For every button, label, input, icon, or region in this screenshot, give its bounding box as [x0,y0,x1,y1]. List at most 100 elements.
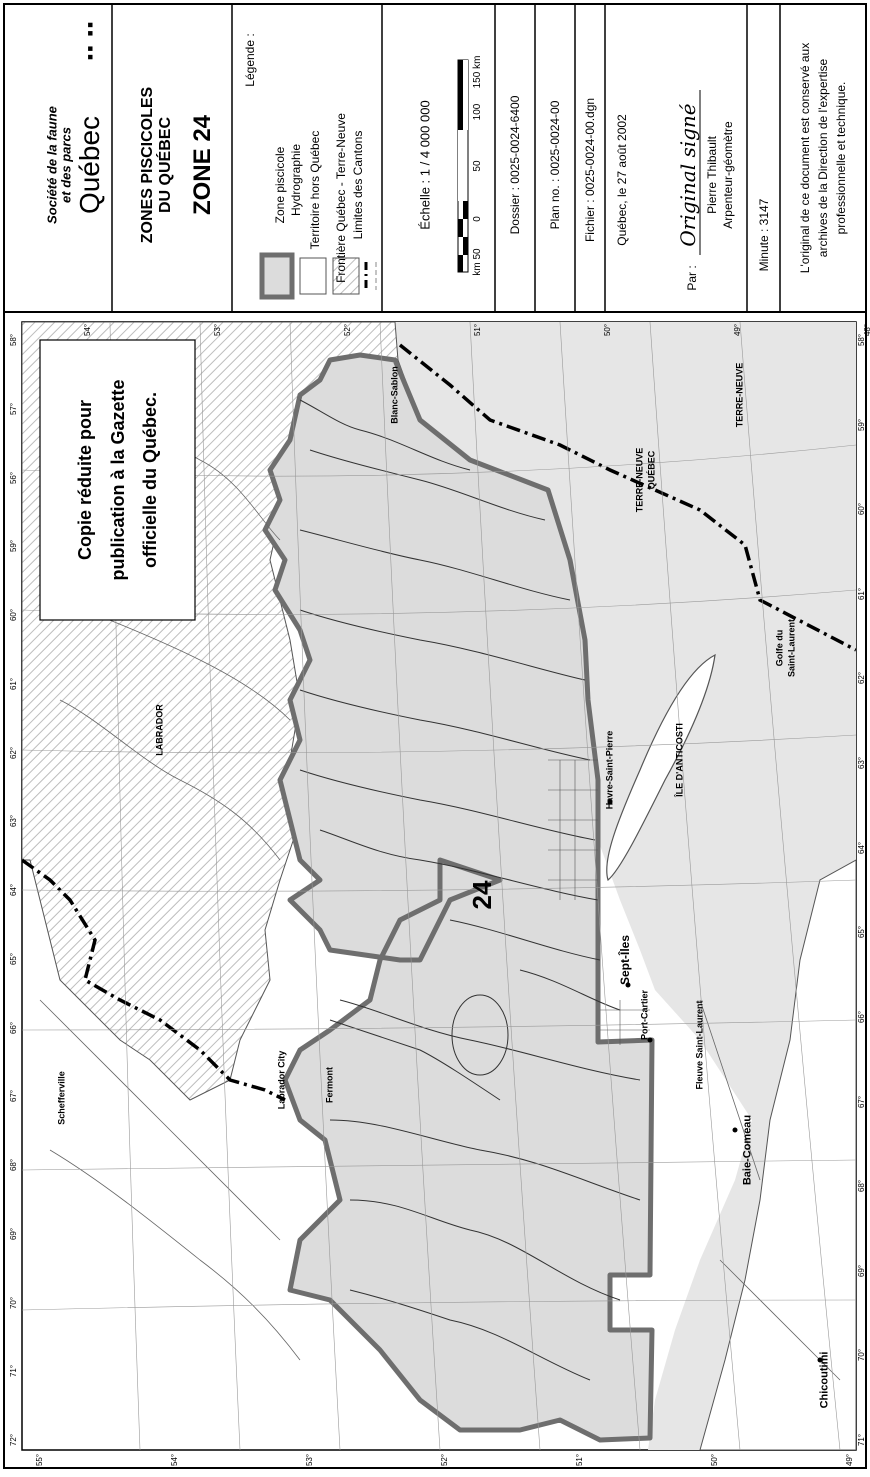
label-anticosti: ÎLE D'ANTICOSTI [674,723,685,797]
label-fermont: Fermont [324,1067,335,1103]
signature: Original signé [676,103,700,247]
lat-left-1: 54° [170,1453,179,1467]
label-labrador-city: Labrador City [276,1050,287,1110]
title-block-grid [111,4,781,312]
lon-top-2: 56° [9,471,18,484]
label-blanc-sablon: Blanc-Sablon [389,366,400,424]
label-labrador: LABRADOR [154,704,165,756]
par-label: Par : [685,265,699,291]
lat-right-0: 54° [83,323,92,337]
lon-top-5: 61° [9,677,18,690]
lon-bottom-4: 62° [857,672,866,685]
lat-right-3: 51° [473,323,482,337]
legend-item-frontier: Frontière Québec - Terre-Neuve [334,113,348,283]
archive-line-2: archives de la Direction de l'expertise [816,58,830,258]
lat-left-0: 55° [35,1453,44,1467]
notice-line-2: publication à la Gazette [108,379,128,581]
lon-top-0: 58° [9,333,18,347]
signer-name: Pierre Thibault [705,136,719,214]
scale-tick-0: 0 [472,216,483,222]
zone-title: ZONE 24 [189,114,216,216]
lat-right-5: 49° [733,323,742,337]
lat-left-5: 50° [710,1453,719,1467]
lat-right-1: 53° [213,323,222,337]
lon-top-12: 68° [9,1158,18,1172]
signer-title: Arpenteur-géomètre [721,121,735,229]
anticosti-island [606,653,716,882]
legend-symbols [259,252,377,300]
label-havre-saint-pierre: Havre-Saint-Pierre [604,730,615,810]
notice-box [39,339,196,621]
lon-bottom-7: 65° [857,926,866,939]
label-sept-iles: Sept-Îles [618,934,632,986]
archive-line-3: professionnelle et technique. [834,81,848,235]
outer-frame [3,3,867,1469]
lon-top-3: 59° [9,540,18,553]
lon-bottom-1: 59° [857,418,866,431]
brand-logo-text: Québec [74,115,105,215]
org-line-1: Société de la faune [44,106,60,224]
graticule [22,322,856,1450]
dossier-number: Dossier : 0025-0024-6400 [508,95,522,235]
label-terre-neuve: TERRE-NEUVE [734,362,745,428]
lon-top-16: 72° [9,1433,18,1447]
notice-line-1: Copie réduite pour [75,399,95,561]
frontier-line [22,858,286,1102]
scale-tick-50: 50 [472,160,483,172]
lon-top-11: 67° [9,1090,18,1103]
label-chicoutimi: Chicoutimi [818,1351,831,1409]
zone-number-label: 24 [467,880,497,910]
town-markers [607,799,823,1363]
scale-bar [457,59,469,273]
lon-bottom-2: 60° [857,503,866,516]
lon-top-1: 57° [9,402,18,415]
lat-right-6: 48° [863,323,870,337]
lon-top-10: 66° [9,1021,18,1034]
lon-top-4: 60° [9,608,18,622]
scale-tick-100: 100 [472,103,483,121]
label-terre-neuve-border: TERRE-NEUVE [634,447,645,513]
date-line: Québec, le 27 août 2002 [615,114,629,246]
legend-item-hydro: Hydrographie [289,143,303,217]
label-fleuve: Fleuve Saint-Laurent [694,1000,705,1090]
south-shore-land [699,859,856,1450]
legend-item-outside: Territoire hors Québec [308,130,322,250]
lon-top-6: 62° [9,746,18,759]
lon-top-8: 64° [9,883,18,897]
frontier-line-sea [398,343,856,652]
lon-top-15: 71° [9,1365,18,1378]
title-line-2: DU QUÉBEC [157,116,174,214]
lon-top-9: 65° [9,952,18,965]
label-port-cartier: Port-Cartier [639,989,650,1041]
legend-item-cantons: Limites des Cantons [351,130,365,240]
label-baie-comeau: Baie-Comeau [741,1114,754,1186]
label-quebec-border: QUÉBEC [646,450,657,490]
hydrography-labrador [39,399,841,1381]
fleur-de-lis-icon: ▪▪ ▪▪ [80,19,100,61]
canton-limits [548,759,650,1045]
org-line-2: et des parcs [58,127,74,203]
scale-tick-150: 150 km [472,55,483,89]
lon-bottom-6: 64° [857,841,866,854]
lon-bottom-11: 69° [857,1264,866,1277]
legend-item-zone: Zone piscicole [273,146,287,224]
legend-heading: Légende : [243,33,257,87]
title-line-1: ZONES PISCICOLES [139,86,156,244]
lon-bottom-9: 67° [857,1095,866,1108]
lat-left-6: 49° [845,1453,854,1467]
lon-bottom-5: 63° [857,757,866,770]
lat-left-3: 52° [440,1453,449,1467]
lon-bottom-13: 71° [857,1433,866,1447]
zone-24 [262,352,655,1443]
lat-right-2: 52° [343,323,352,337]
lon-bottom-12: 70° [857,1349,866,1362]
lat-left-4: 51° [575,1453,584,1467]
notice-line-3: officielle du Québec. [140,391,160,569]
hydrography [299,399,641,1381]
label-golfe-1: Golfe du [774,629,785,667]
label-schefferville: Schefferville [56,1071,67,1125]
archive-line-1: L'original de ce document est conservé a… [798,42,812,274]
minute-number: Minute : 3147 [757,198,771,272]
